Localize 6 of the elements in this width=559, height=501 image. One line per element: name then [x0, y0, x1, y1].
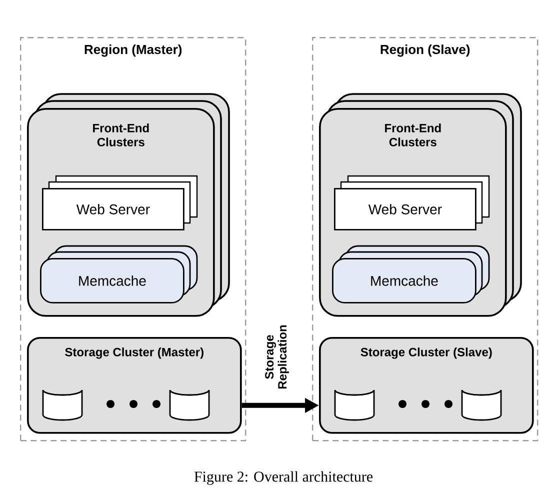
stacked-cache-box: Memcache [40, 245, 198, 304]
caption: Figure 2: Overall architecture [194, 471, 373, 485]
stacked-cache-box: Memcache [332, 245, 490, 304]
edge-label: Storage Replication [264, 323, 290, 391]
stacked-server-box: Web Server [334, 175, 490, 230]
stacked-server-box: Web Server [42, 175, 198, 230]
